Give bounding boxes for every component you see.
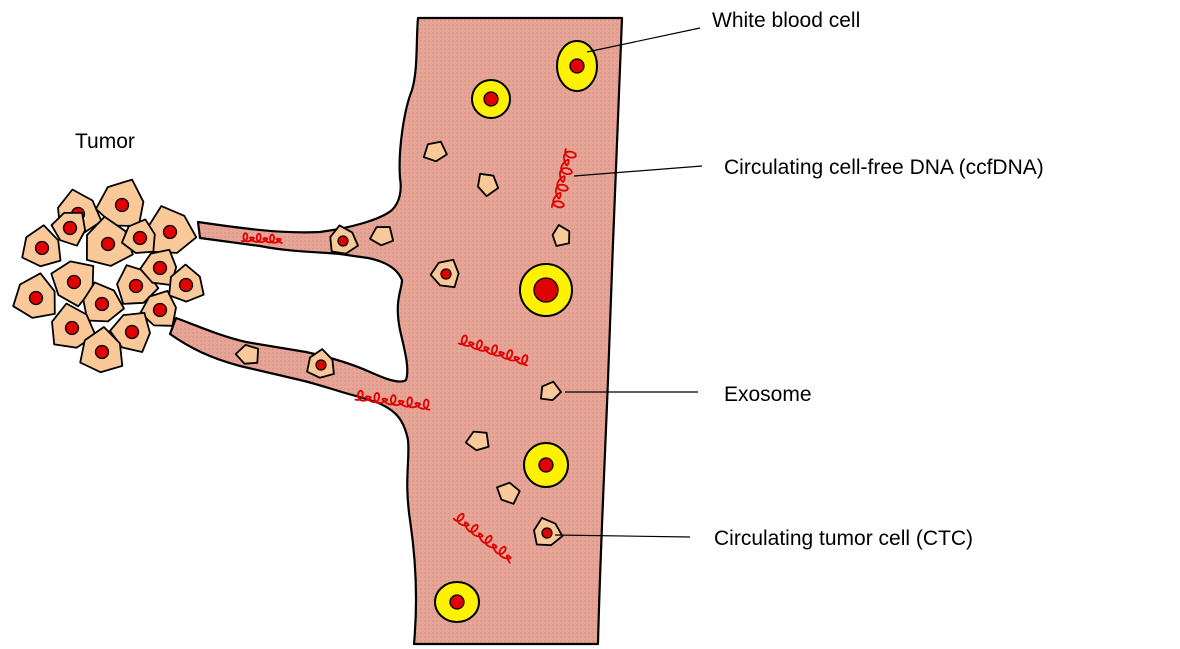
tumor-cell-nucleus	[96, 346, 109, 359]
ctc-nucleus	[338, 236, 348, 246]
tumor-cell-nucleus	[154, 304, 167, 317]
wbc-nucleus	[450, 595, 464, 609]
tumor-cell-nucleus	[164, 226, 177, 239]
white-blood-cell	[435, 582, 479, 622]
tumor-cell-nucleus	[68, 276, 81, 289]
label-ctc: Circulating tumor cell (CTC)	[714, 527, 973, 551]
label-ccfdna: Circulating cell-free DNA (ccfDNA)	[724, 156, 1044, 180]
tumor-cell-nucleus	[66, 322, 79, 335]
tumor-cell-nucleus	[130, 280, 143, 293]
tumor-cell-nucleus	[134, 232, 147, 245]
white-blood-cell	[524, 443, 568, 487]
wbc-nucleus	[570, 59, 584, 73]
tumor-cell-nucleus	[64, 222, 77, 235]
label-exosome: Exosome	[724, 383, 812, 407]
tumor-cell-nucleus	[126, 326, 139, 339]
tumor-cell-nucleus	[116, 199, 129, 212]
tumor-cell-nucleus	[30, 292, 43, 305]
tumor-cell-nucleus	[36, 242, 49, 255]
white-blood-cell	[557, 41, 597, 91]
tumor-cell-nucleus	[154, 262, 167, 275]
blood-vessel	[170, 18, 622, 644]
label-white-blood-cell: White blood cell	[712, 9, 860, 33]
white-blood-cell	[520, 264, 572, 316]
tumor-cell-nucleus	[102, 238, 115, 251]
tumor-cell	[148, 206, 197, 253]
wbc-nucleus	[539, 458, 553, 472]
ctc-nucleus	[542, 528, 552, 538]
wbc-nucleus	[534, 278, 558, 302]
ctc-nucleus	[316, 360, 326, 370]
label-tumor: Tumor	[75, 130, 135, 154]
tumor-cell	[13, 273, 55, 318]
tumor-cluster	[13, 180, 204, 373]
wbc-nucleus	[484, 92, 498, 106]
tumor-cell-nucleus	[180, 279, 193, 292]
tumor-cell-nucleus	[96, 298, 109, 311]
ctc-nucleus	[441, 269, 451, 279]
white-blood-cell	[472, 80, 510, 118]
